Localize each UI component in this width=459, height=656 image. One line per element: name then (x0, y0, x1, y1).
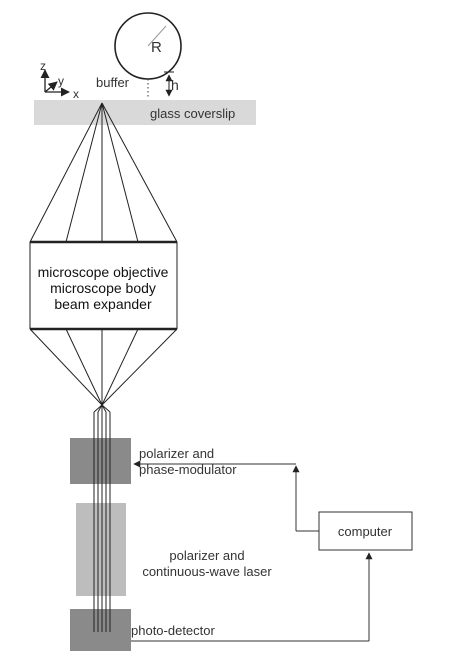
parallel-beam-lines (93, 412, 111, 632)
modulator-label-line2: phase-modulator (139, 462, 237, 477)
axis-y-label: y (58, 74, 64, 88)
modulator-label-line1: polarizer and (139, 446, 214, 461)
height-label: h (171, 77, 179, 93)
buffer-label: buffer (96, 75, 130, 90)
photo-detector-block (70, 609, 131, 651)
polarizer-phase-modulator-block (70, 438, 131, 484)
computer-box (318, 511, 413, 551)
axis-x-label: x (73, 87, 79, 101)
axis-z-label: z (40, 59, 46, 73)
objective-label-line2: microscope body (50, 280, 156, 296)
objective-box: microscope objective microscope body bea… (29, 240, 178, 331)
polarizer-laser-block (76, 503, 126, 596)
detector-label: photo-detector (131, 623, 216, 638)
coverslip-label: glass coverslip (150, 106, 235, 121)
lower-beam-cone (29, 328, 178, 406)
objective-label-line3: beam expander (54, 296, 152, 312)
signal-arrows (131, 460, 373, 642)
laser-label-line2: continuous-wave laser (142, 564, 272, 579)
beam-crossover (93, 404, 111, 413)
radius-line (147, 25, 167, 47)
height-dimension: h (164, 71, 179, 97)
axes-icon: z y x (40, 59, 79, 101)
upper-beam-cone (29, 102, 178, 243)
computer-label: computer (338, 524, 393, 539)
sphere: R (114, 12, 182, 99)
glass-coverslip (34, 100, 256, 125)
objective-label-line1: microscope objective (38, 264, 169, 280)
laser-label-line1: polarizer and (169, 548, 244, 563)
radius-label: R (151, 39, 162, 56)
